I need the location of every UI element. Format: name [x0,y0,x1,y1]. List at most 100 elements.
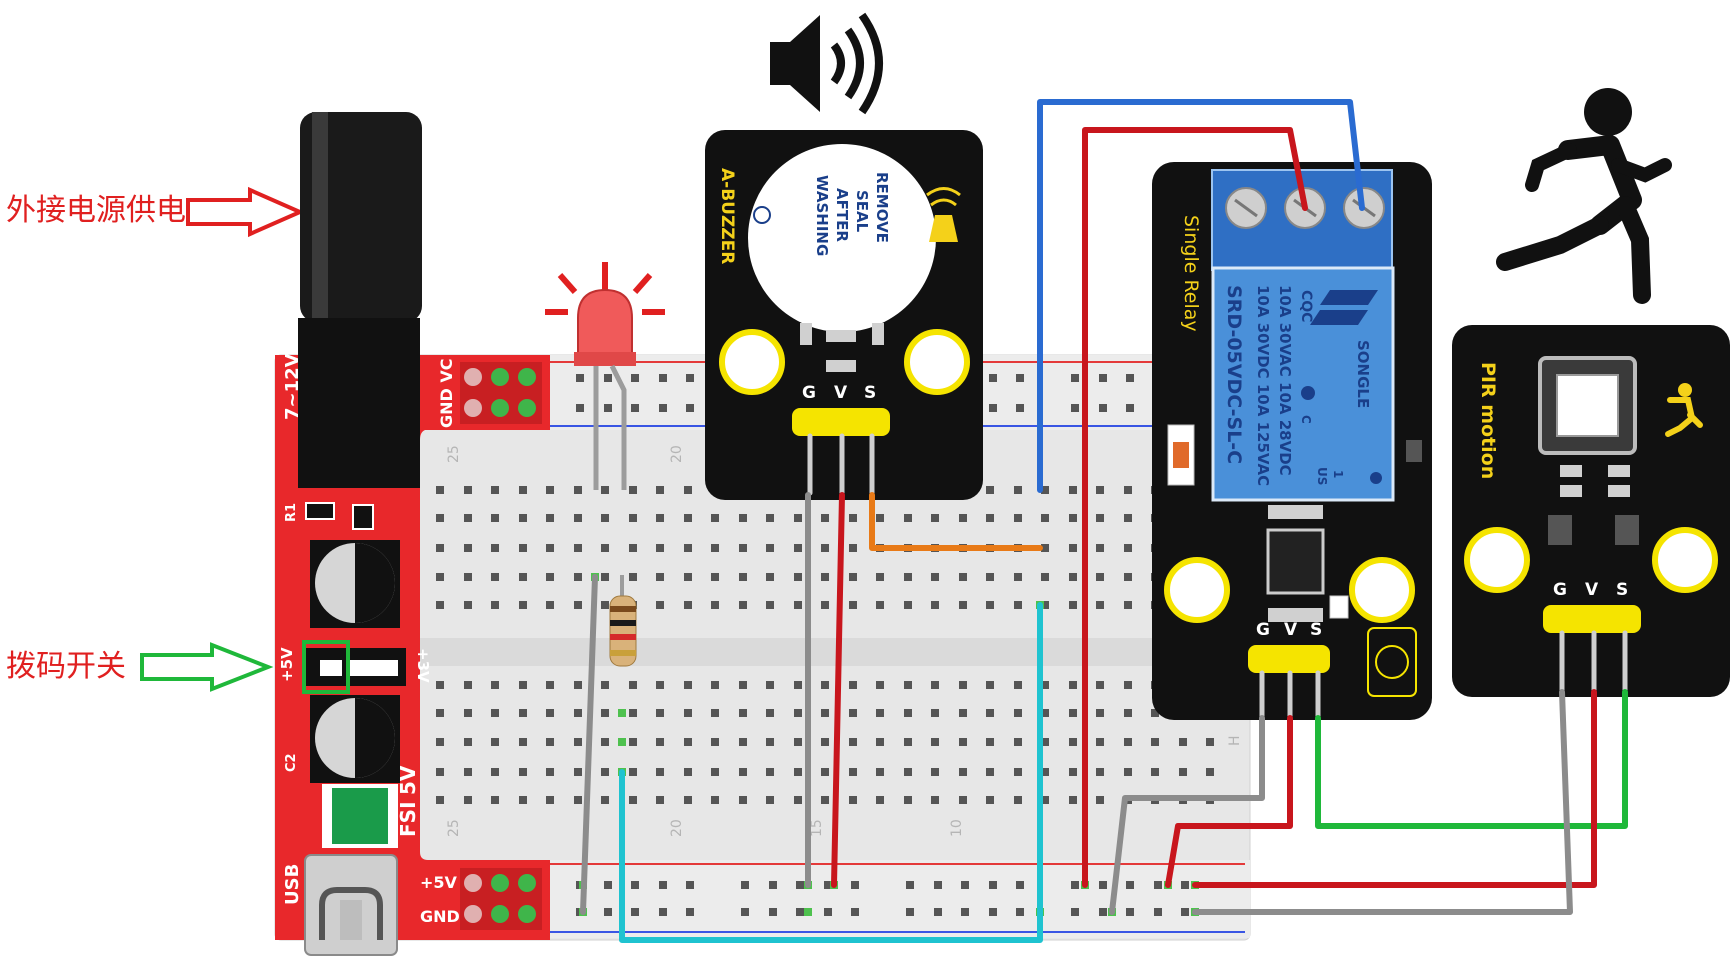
breadboard-hole [546,796,554,804]
wire-gray-led-gnd [580,574,598,915]
breadboard-hole [436,738,444,746]
breadboard-hole [491,738,499,746]
breadboard-hole [904,796,912,804]
breadboard-hole [876,709,884,717]
breadboard-hole-connected [618,738,626,746]
breadboard-hole [491,709,499,717]
breadboard-hole [1096,768,1104,776]
breadboard-hole [436,796,444,804]
buzzer-pin-header [792,408,890,436]
breadboard-hole [1016,881,1024,889]
breadboard-hole [769,881,777,889]
breadboard-hole [961,908,969,916]
breadboard-hole [876,796,884,804]
breadboard-hole [546,514,554,522]
wire-green-pir-signal [1315,689,1628,829]
breadboard-hole [796,908,804,916]
runner-leg [1616,196,1651,304]
breadboard-hole [659,374,667,382]
dip-switch-slider[interactable] [320,660,342,676]
breadboard-hole [601,573,609,581]
breadboard-hole [519,738,527,746]
breadboard-hole [464,768,472,776]
breadboard-hole [711,681,719,689]
buzzer-seal [748,144,936,332]
breadboard-hole [959,768,967,776]
breadboard-hole [684,486,692,494]
bb-col-label-bottom-10: 10 [949,819,965,837]
mount-hole [719,329,785,395]
usb-label: USB [282,864,303,905]
breadboard-hole [1041,796,1049,804]
bb-col-label-bottom-15: 15 [809,819,825,837]
mount-hole [904,329,970,395]
breadboard-hole [741,908,749,916]
breadboard-hole [546,544,554,552]
breadboard-hole [574,796,582,804]
breadboard-hole [876,768,884,776]
breadboard-hole [546,681,554,689]
breadboard-hole [491,601,499,609]
breadboard-hole [1179,768,1187,776]
running-person-icon [1496,88,1672,304]
breadboard-hole [519,681,527,689]
breadboard-hole [906,908,914,916]
breadboard-hole [1069,573,1077,581]
breadboard-hole [574,601,582,609]
relay-pin-header [1248,645,1330,673]
runner-arm [1611,158,1672,183]
breadboard-hole [519,486,527,494]
relay-cert: CQC [1298,290,1314,322]
breadboard-hole [986,601,994,609]
breadboard-hole [851,881,859,889]
led-rim [574,352,636,366]
breadboard-hole [1151,768,1159,776]
breadboard-hole [1014,709,1022,717]
header-pin [491,368,509,386]
breadboard-hole [1069,768,1077,776]
red-arrow-icon [186,186,305,238]
breadboard-hole [766,738,774,746]
breadboard-hole [684,573,692,581]
sound-wave [858,12,883,115]
breadboard-hole [904,601,912,609]
transistor-outline [1367,627,1417,697]
breadboard-hole [631,374,639,382]
smd-component [826,330,856,342]
smd-component [1615,515,1639,545]
breadboard-hole [986,486,994,494]
breadboard-hole [849,796,857,804]
breadboard-hole-connected [804,908,812,916]
breadboard-hole [1069,486,1077,494]
bb-col-label-top-25: 25 [446,445,462,463]
breadboard-hole [821,544,829,552]
breadboard-hole [1041,601,1049,609]
relay-model: SRD-05VDC-SL-C [1223,285,1245,464]
buzzer-module: A-BUZZER REMOVE SEAL AFTER WASHING G V S [705,130,983,500]
breadboard-hole [684,738,692,746]
bb-row-letter-h: H [1227,735,1243,746]
speaker-icon [770,12,883,115]
wire-orange-buzzer-signal [869,492,1043,551]
breadboard-hole [464,709,472,717]
breadboard-hole [464,738,472,746]
breadboard-hole [986,738,994,746]
breadboard-hole [659,881,667,889]
breadboard-hole [604,374,612,382]
breadboard-hole [1071,404,1079,412]
bb-col-label-bottom-25: 25 [446,819,462,837]
breadboard-hole [1014,601,1022,609]
breadboard-hole [739,709,747,717]
resistor-icon [609,595,637,667]
out-gnd-label: GND [420,907,460,926]
relay-pin-s-label: S [1310,620,1322,640]
breadboard-hole [711,738,719,746]
capacitor-2-stripe [355,698,395,778]
header-pin [464,399,482,417]
barrel-jack-front [298,318,420,488]
breadboard-hole [1124,544,1132,552]
breadboard-hole [1124,573,1132,581]
breadboard-hole [574,486,582,494]
breadboard-hole [711,709,719,717]
breadboard-hole [656,709,664,717]
